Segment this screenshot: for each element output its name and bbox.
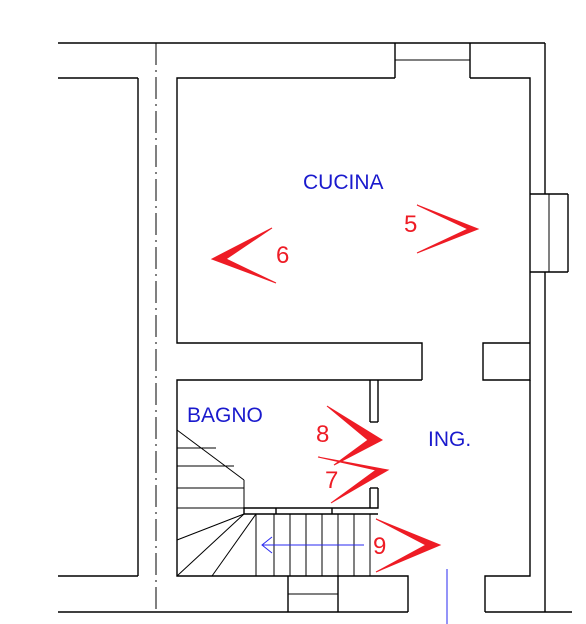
- room-label-cucina: CUCINA: [303, 171, 384, 194]
- entry-door: [287, 576, 339, 612]
- view-marker-5-label: 5: [404, 211, 417, 238]
- view-marker-7-label: 7: [325, 467, 338, 494]
- view-marker-8-icon: [326, 405, 384, 466]
- stairs: [176, 429, 371, 577]
- top-window: [394, 43, 471, 78]
- view-marker-9-label: 9: [373, 533, 386, 560]
- view-marker-8-label: 8: [316, 421, 329, 448]
- cucina-outline-left: [176, 77, 423, 380]
- view-marker-5-icon: [416, 204, 480, 254]
- right-window: [530, 193, 569, 273]
- view-marker-9-icon: [375, 518, 442, 573]
- room-label-ingresso: ING.: [428, 428, 471, 451]
- view-marker-6-label: 6: [276, 242, 289, 269]
- room-label-bagno: BAGNO: [187, 404, 263, 427]
- cucina-outline: [470, 77, 531, 381]
- outer-walls: [58, 42, 572, 613]
- view-marker-6-icon: [210, 227, 277, 284]
- arrow-left-icon: [261, 536, 364, 554]
- view-marker-7-icon: [317, 456, 390, 504]
